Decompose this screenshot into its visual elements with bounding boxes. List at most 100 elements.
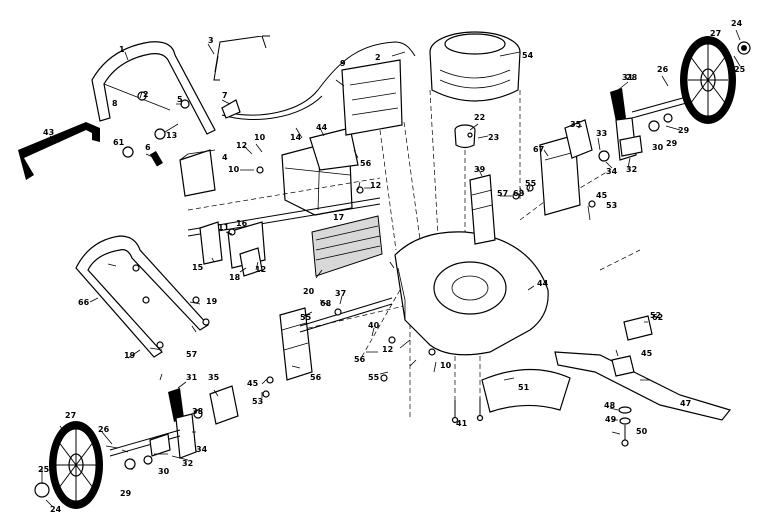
right-axle — [619, 95, 691, 157]
right-axle-bracket — [539, 134, 581, 216]
left-axle-bracket — [279, 307, 313, 381]
label-29: 29 — [120, 489, 132, 498]
label-4: 4 — [222, 153, 228, 162]
label-48: 48 — [604, 401, 616, 410]
label-2: 2 — [375, 53, 381, 62]
label-7: 7 — [222, 91, 228, 100]
label-53: 53 — [252, 397, 263, 406]
label-35: 35 — [208, 373, 220, 382]
leader-lines — [41, 29, 741, 507]
label-39: 39 — [474, 165, 486, 174]
rear-baffle — [311, 215, 383, 277]
label-45: 45 — [596, 191, 608, 200]
label-43: 43 — [43, 128, 54, 137]
engine — [429, 31, 521, 102]
label-10: 10 — [228, 165, 240, 174]
label-45: 45 — [247, 379, 259, 388]
label-29: 29 — [678, 126, 690, 135]
upper-handle — [91, 41, 216, 135]
label-56: 56 — [354, 355, 366, 364]
label-10: 10 — [254, 133, 266, 142]
label-34: 34 — [196, 445, 208, 454]
label-13: 13 — [166, 131, 177, 140]
label-26: 26 — [98, 425, 110, 434]
label-68: 68 — [320, 299, 332, 308]
label-45: 45 — [641, 349, 653, 358]
label-12: 12 — [236, 141, 247, 150]
label-30: 30 — [158, 467, 170, 476]
label-56: 56 — [310, 373, 322, 382]
label-26: 26 — [657, 65, 669, 74]
label-27: 27 — [65, 411, 76, 420]
label-57: 57 — [186, 350, 197, 359]
label-32: 32 — [626, 165, 637, 174]
label-52: 52 — [650, 311, 661, 320]
left-front-wheel — [49, 421, 103, 509]
label-66: 66 — [78, 298, 90, 307]
wheel-cap-left — [34, 482, 50, 498]
label-19: 19 — [124, 351, 136, 360]
label-15: 15 — [192, 263, 204, 272]
cover-plate — [341, 59, 403, 136]
control-cable — [221, 41, 416, 120]
label-17: 17 — [333, 213, 344, 222]
handle-hardware — [122, 91, 241, 167]
label-31: 31 — [186, 373, 198, 382]
label-68: 68 — [513, 189, 525, 198]
label-56: 56 — [360, 159, 372, 168]
label-62: 62 — [652, 313, 663, 322]
chute-bracket — [469, 174, 496, 245]
height-lever-left — [168, 388, 197, 459]
label-28: 28 — [626, 73, 638, 82]
left-axle — [109, 429, 181, 470]
side-brackets — [199, 221, 266, 277]
label-16: 16 — [236, 219, 248, 228]
grip-bar — [18, 122, 100, 180]
label-33: 33 — [596, 129, 607, 138]
label-9: 9 — [340, 59, 346, 68]
blade-hardware — [618, 406, 632, 447]
lower-handle — [75, 235, 210, 358]
label-12: 12 — [255, 265, 266, 274]
cable-bracket — [213, 35, 270, 81]
label-40: 40 — [368, 321, 380, 330]
label-38: 38 — [192, 407, 204, 416]
label-32: 32 — [182, 459, 193, 468]
label-11: 11 — [218, 223, 230, 232]
height-adjuster-right — [564, 119, 610, 162]
label-51: 51 — [518, 383, 530, 392]
label-61: 61 — [113, 138, 125, 147]
label-2: 2 — [143, 90, 149, 99]
label-44: 44 — [316, 123, 328, 132]
label-31: 31 — [622, 73, 634, 82]
label-3: 3 — [208, 36, 214, 45]
blade-adapter — [623, 315, 653, 341]
mower-deck — [394, 231, 549, 356]
wheel-cap-right — [737, 41, 751, 55]
label-12: 12 — [370, 181, 381, 190]
label-49: 49 — [605, 415, 617, 424]
handle-bracket-center — [281, 127, 359, 216]
label-44: 44 — [537, 279, 549, 288]
label-55: 55 — [368, 373, 380, 382]
blade — [554, 351, 732, 421]
rear-rod — [187, 177, 381, 237]
label-25: 25 — [38, 465, 50, 474]
label-1: 1 — [119, 45, 125, 54]
label-37: 37 — [335, 289, 346, 298]
label-50: 50 — [636, 427, 648, 436]
label-23: 23 — [488, 133, 499, 142]
label-22: 22 — [474, 113, 485, 122]
label-10: 10 — [440, 361, 452, 370]
label-34: 34 — [606, 167, 618, 176]
assembly-guides — [299, 89, 641, 420]
label-5: 5 — [177, 95, 183, 104]
label-55: 55 — [525, 179, 537, 188]
label-53: 53 — [606, 201, 617, 210]
label-19: 19 — [206, 297, 218, 306]
label-24: 24 — [731, 19, 743, 28]
label-27: 27 — [710, 29, 721, 38]
label-29: 29 — [666, 139, 678, 148]
label-24: 24 — [50, 505, 62, 514]
